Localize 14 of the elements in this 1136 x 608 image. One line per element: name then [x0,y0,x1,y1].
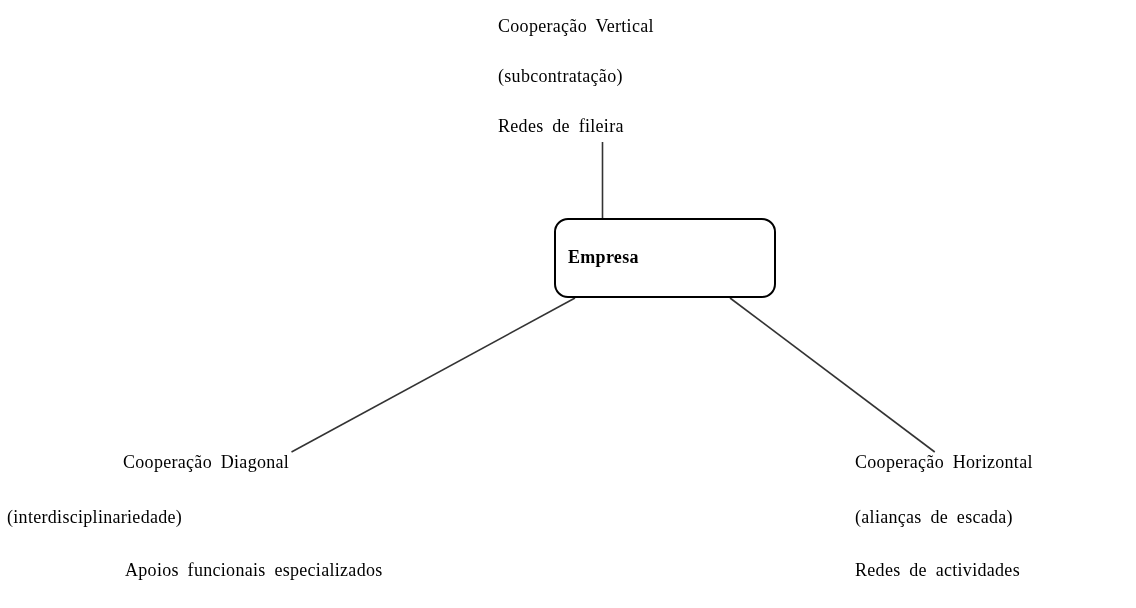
connector-line [290,297,576,453]
text-label: Empresa [568,247,639,268]
rounded-box [554,218,776,298]
connector-line [601,141,604,219]
text-label: Redes de fileira [498,116,624,137]
text-label: Cooperação Vertical [498,16,654,37]
text-label: Cooperação Diagonal [123,452,290,473]
text-label: Apoios funcionais especializados [125,560,383,581]
text-label: Cooperação Horizontal [855,452,1033,473]
text-label: (interdisciplinariedade) [7,507,183,528]
text-label: (subcontratação) [498,66,623,87]
text-label: (alianças de escada) [855,507,1013,528]
connector-line [729,297,936,453]
text-label: Redes de actividades [855,560,1020,581]
